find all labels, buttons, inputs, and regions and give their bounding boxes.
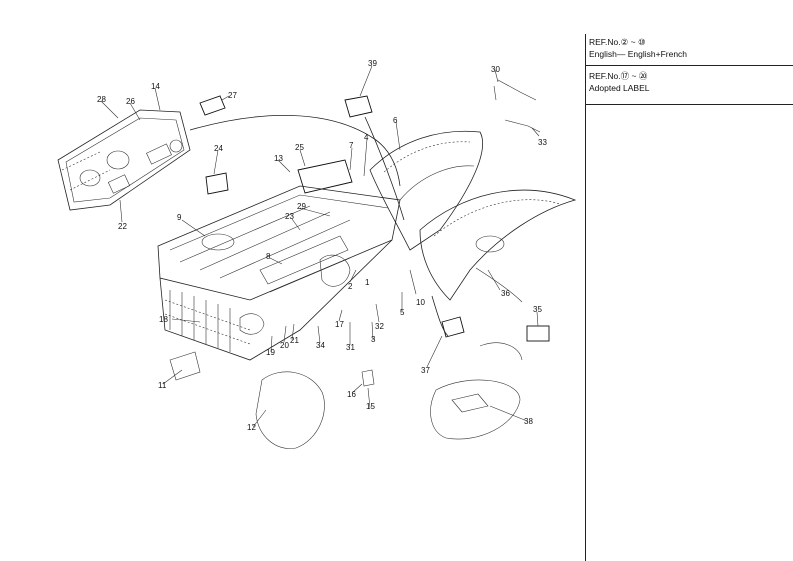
callout-3: 3 xyxy=(371,335,376,344)
callout-28: 28 xyxy=(97,95,106,104)
panel-divider-1 xyxy=(586,65,793,66)
callout-30: 30 xyxy=(491,65,500,74)
callout-14: 14 xyxy=(151,82,160,91)
engine-block-drawing xyxy=(157,185,401,361)
callout-34: 34 xyxy=(316,341,325,350)
callout-23: 23 xyxy=(285,212,294,221)
panel-divider-2 xyxy=(586,104,793,105)
exploded-parts-diagram: 28 26 14 27 39 30 24 13 25 7 4 6 33 22 9… xyxy=(57,59,577,449)
callout-18: 18 xyxy=(159,315,168,324)
callout-32: 32 xyxy=(375,322,384,331)
language-note: English— English+French xyxy=(589,49,688,59)
callout-17: 17 xyxy=(335,320,344,329)
callout-24: 24 xyxy=(214,144,223,153)
part-38-cover xyxy=(430,379,521,440)
callout-39: 39 xyxy=(368,59,377,68)
label-24-shape xyxy=(205,172,229,195)
part-12-alternator xyxy=(255,371,325,449)
ref-range-1: REF.No.② ~ ⑩ xyxy=(589,37,646,47)
callout-29: 29 xyxy=(297,202,306,211)
adopted-note: Adopted LABEL xyxy=(589,83,650,93)
part-30-33-sketch xyxy=(493,79,541,133)
callout-8: 8 xyxy=(266,252,271,261)
callout-numbers: 28 26 14 27 39 30 24 13 25 7 4 6 33 22 9… xyxy=(97,59,547,432)
callout-6: 6 xyxy=(393,116,398,125)
callout-22: 22 xyxy=(118,222,127,231)
part-11-bracket xyxy=(169,351,201,381)
label-25-shape xyxy=(297,159,353,194)
callout-12: 12 xyxy=(247,423,256,432)
callout-35: 35 xyxy=(533,305,542,314)
callout-2: 2 xyxy=(348,282,353,291)
callout-4: 4 xyxy=(364,133,369,142)
callout-36: 36 xyxy=(501,289,510,298)
callout-1: 1 xyxy=(365,278,370,287)
callout-27: 27 xyxy=(228,91,237,100)
callout-20: 20 xyxy=(280,341,289,350)
callout-15: 15 xyxy=(366,402,375,411)
ref-block-2: REF.No.⑰ ~ ⑳ Adopted LABEL xyxy=(586,70,793,94)
callout-11: 11 xyxy=(158,381,167,390)
callout-21: 21 xyxy=(290,336,299,345)
fender-panels-drawing xyxy=(369,130,577,301)
ref-block-1: REF.No.② ~ ⑩ English— English+French xyxy=(586,36,793,60)
callout-26: 26 xyxy=(126,97,135,106)
callout-10: 10 xyxy=(416,298,425,307)
callout-13: 13 xyxy=(274,154,283,163)
callout-37: 37 xyxy=(421,366,430,375)
reference-panel: REF.No.② ~ ⑩ English— English+French REF… xyxy=(585,34,793,561)
ref-range-2: REF.No.⑰ ~ ⑳ xyxy=(589,71,648,81)
callout-38: 38 xyxy=(524,417,533,426)
callout-33: 33 xyxy=(538,138,547,147)
callout-5: 5 xyxy=(400,308,405,317)
callout-9: 9 xyxy=(177,213,182,222)
label-37-shape xyxy=(441,316,465,338)
part-38-tab xyxy=(451,393,489,413)
callout-25: 25 xyxy=(295,143,304,152)
instrument-cluster-drawing xyxy=(57,109,401,211)
callout-16: 16 xyxy=(347,390,356,399)
callout-19: 19 xyxy=(266,348,275,357)
part-16-15-clip xyxy=(361,369,375,387)
label-35-shape xyxy=(526,325,550,342)
callout-7: 7 xyxy=(349,141,354,150)
label-27-shape xyxy=(199,95,226,116)
callout-31: 31 xyxy=(346,343,355,352)
label-39-shape xyxy=(344,95,373,118)
leader-lines xyxy=(100,65,540,428)
